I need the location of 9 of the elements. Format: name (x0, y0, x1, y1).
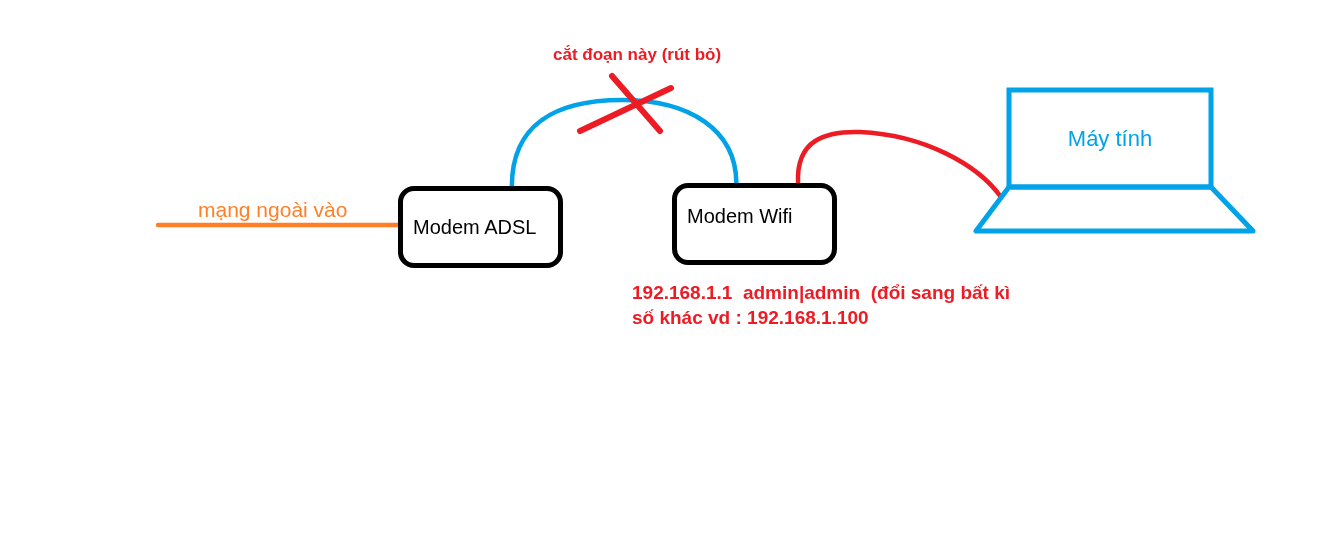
note-text: 192.168.1.1 admin|admin (đổi sang bất kì số khác vd : 192.168.1.100 (632, 281, 1012, 330)
modem-box (398, 186, 563, 268)
laptop (973, 86, 1256, 235)
node-label: Modem Wifi (687, 204, 793, 228)
connection-line (795, 129, 1004, 200)
edge-label: cắt đoạn này (rút bỏ) (553, 45, 722, 64)
node-label: Máy tính (1067, 125, 1153, 152)
node-label: Modem ADSL (413, 215, 537, 239)
modem-box (672, 183, 837, 265)
